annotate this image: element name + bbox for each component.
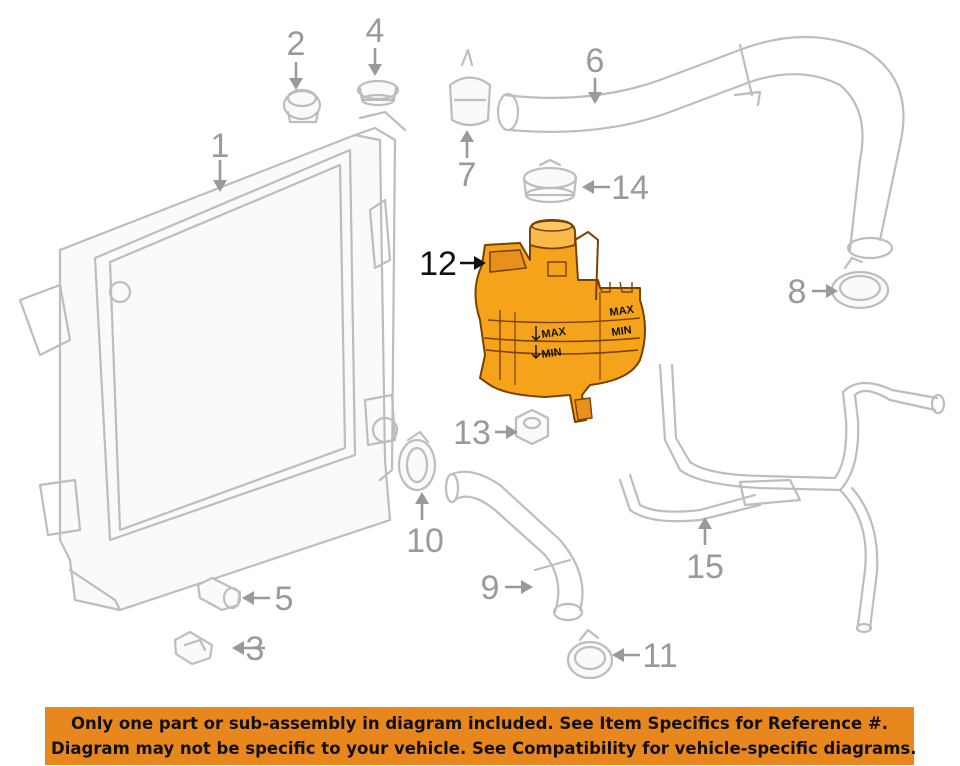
callout-4: 4 bbox=[366, 12, 385, 50]
arrowhead-11 bbox=[612, 648, 624, 662]
arrowhead-1 bbox=[213, 180, 227, 192]
leader-arrows bbox=[213, 48, 838, 662]
arrowhead-12 bbox=[474, 256, 486, 270]
arrowhead-5 bbox=[242, 591, 254, 605]
callout-10: 10 bbox=[406, 522, 444, 560]
reservoir-cap-part-14 bbox=[522, 158, 578, 204]
callout-numbers: 1 2 3 4 5 6 7 8 9 10 11 12 13 14 15 bbox=[211, 12, 807, 675]
grommet-part-2 bbox=[282, 88, 322, 124]
callout-5: 5 bbox=[275, 580, 294, 618]
lower-hose-part-9 bbox=[444, 470, 584, 622]
plug-part-5 bbox=[196, 576, 242, 612]
arrowhead-6 bbox=[588, 92, 602, 104]
arrowhead-14 bbox=[582, 180, 594, 194]
arrowhead-9 bbox=[521, 580, 533, 594]
max-label-left: MAX bbox=[541, 326, 568, 341]
callout-14: 14 bbox=[611, 169, 649, 207]
callout-8: 8 bbox=[788, 273, 807, 311]
arrowhead-8 bbox=[826, 284, 838, 298]
hose-clamp-part-8 bbox=[830, 256, 890, 310]
hose-clamp-part-7 bbox=[448, 48, 492, 127]
callout-9: 9 bbox=[481, 569, 500, 607]
hose-clamp-part-11 bbox=[566, 628, 614, 680]
arrowhead-2 bbox=[289, 78, 303, 90]
min-label-left: MIN bbox=[541, 346, 563, 361]
arrowhead-7 bbox=[460, 130, 474, 142]
callout-11: 11 bbox=[642, 637, 677, 675]
max-label-right: MAX bbox=[609, 304, 636, 319]
min-label-right: MIN bbox=[611, 324, 633, 339]
arrowhead-10 bbox=[415, 492, 429, 504]
disclaimer-banner: Only one part or sub-assembly in diagram… bbox=[45, 707, 917, 765]
disclaimer-line-1: Only one part or sub-assembly in diagram… bbox=[70, 714, 889, 733]
upper-hose-part-6 bbox=[496, 35, 905, 260]
hose-clamp-part-10 bbox=[397, 430, 437, 492]
callout-1: 1 bbox=[211, 127, 230, 165]
callout-2: 2 bbox=[287, 25, 306, 63]
callout-15: 15 bbox=[686, 548, 724, 586]
parts-diagram: MAX MIN MAX MIN bbox=[18, 12, 946, 680]
callout-6: 6 bbox=[586, 42, 605, 80]
hose-assembly-part-15 bbox=[618, 363, 946, 634]
arrowhead-13 bbox=[506, 425, 518, 439]
coolant-reservoir-part-12: MAX MIN MAX MIN bbox=[474, 219, 646, 423]
callout-13: 13 bbox=[453, 414, 491, 452]
callout-3: 3 bbox=[246, 630, 265, 668]
arrowhead-3 bbox=[232, 641, 244, 655]
radiator-cap-part-4 bbox=[356, 79, 400, 107]
disclaimer-line-2: Diagram may not be specific to your vehi… bbox=[51, 739, 917, 758]
callout-7: 7 bbox=[458, 156, 477, 194]
arrowhead-4 bbox=[368, 64, 382, 76]
nut-part-13 bbox=[514, 408, 550, 446]
radiator-part-1 bbox=[18, 110, 407, 612]
callout-12: 12 bbox=[419, 245, 457, 283]
arrowhead-15 bbox=[698, 517, 712, 529]
clip-part-3 bbox=[173, 630, 214, 666]
